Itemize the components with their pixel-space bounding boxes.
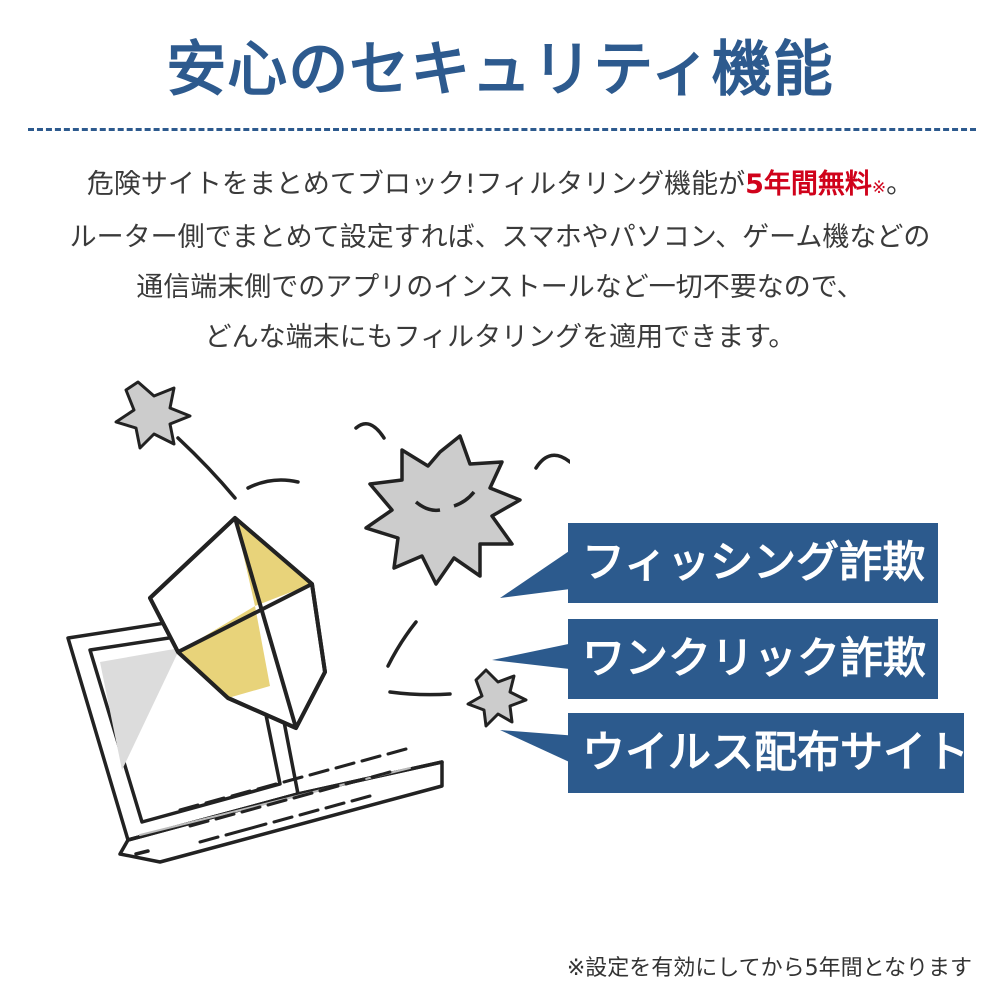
threat-tag-one-click-fraud: ワンクリック詐欺 <box>568 619 938 699</box>
intro-line-3: 通信端末側でのアプリのインストールなど一切不要なので、 <box>136 272 864 303</box>
intro-line-1-end: 。 <box>886 169 914 200</box>
virus-icon <box>466 668 528 728</box>
free-period-highlight: 5年間無料 <box>745 169 872 200</box>
shield-icon <box>148 516 327 730</box>
security-illustration <box>66 380 570 864</box>
virus-icon <box>364 434 522 586</box>
title-divider <box>28 128 976 131</box>
footnote-mark: ※ <box>871 178 887 198</box>
footnote: ※設定を有効にしてから5年間となります <box>566 956 972 981</box>
intro-line-4: どんな端末にもフィルタリングを適用できます。 <box>204 322 796 353</box>
intro-line-1: 危険サイトをまとめてブロック!フィルタリング機能が5年間無料※。 <box>0 160 1000 213</box>
threat-tag-virus-site: ウイルス配布サイト <box>568 713 969 793</box>
intro-text: 危険サイトをまとめてブロック!フィルタリング機能が5年間無料※。 ルーター側でま… <box>0 160 1000 363</box>
page-title: 安心のセキュリティ機能 <box>166 35 834 105</box>
threat-tag-phishing: フィッシング詐欺 <box>568 523 938 603</box>
intro-line-1-text: 危険サイトをまとめてブロック!フィルタリング機能が <box>86 169 746 200</box>
intro-line-2: ルーター側でまとめて設定すれば、スマホやパソコン、ゲーム機などの <box>69 222 931 253</box>
virus-icon <box>114 380 192 450</box>
